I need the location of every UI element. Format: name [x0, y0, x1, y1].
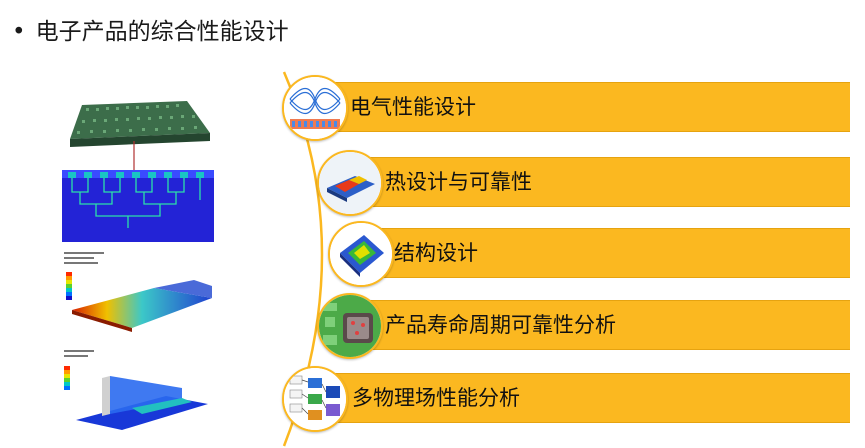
item-label: 多物理场性能分析: [352, 386, 520, 410]
reliability-board-icon: [317, 293, 383, 359]
item-label: 产品寿命周期可靠性分析: [385, 313, 616, 337]
multiphysics-flow-icon: [282, 366, 348, 432]
item-bar-structure[interactable]: 结构设计: [346, 228, 850, 278]
item-bar-thermal[interactable]: 热设计与可靠性: [335, 157, 850, 207]
structure-stress-icon: [328, 221, 394, 287]
item-label: 热设计与可靠性: [385, 170, 532, 194]
structural-fem-result-image: [62, 250, 214, 342]
title-text: 电子产品的综合性能设计: [35, 19, 289, 45]
eye-diagram-icon: [282, 75, 348, 141]
item-bar-reliability[interactable]: 产品寿命周期可靠性分析: [335, 300, 850, 350]
item-label: 结构设计: [394, 241, 478, 265]
antenna-array-model-image: [62, 75, 210, 175]
item-bar-multiphysics[interactable]: 多物理场性能分析: [300, 373, 850, 423]
pcb-feed-network-image: [62, 170, 214, 242]
item-label: 电气性能设计: [350, 95, 476, 119]
item-bar-electrical[interactable]: 电气性能设计: [300, 82, 850, 132]
bullet: •: [12, 19, 26, 45]
multiphysics-fem-result-image: [62, 348, 214, 432]
thermal-board-icon: [317, 150, 383, 216]
page-title: • 电子产品的综合性能设计: [12, 12, 289, 46]
